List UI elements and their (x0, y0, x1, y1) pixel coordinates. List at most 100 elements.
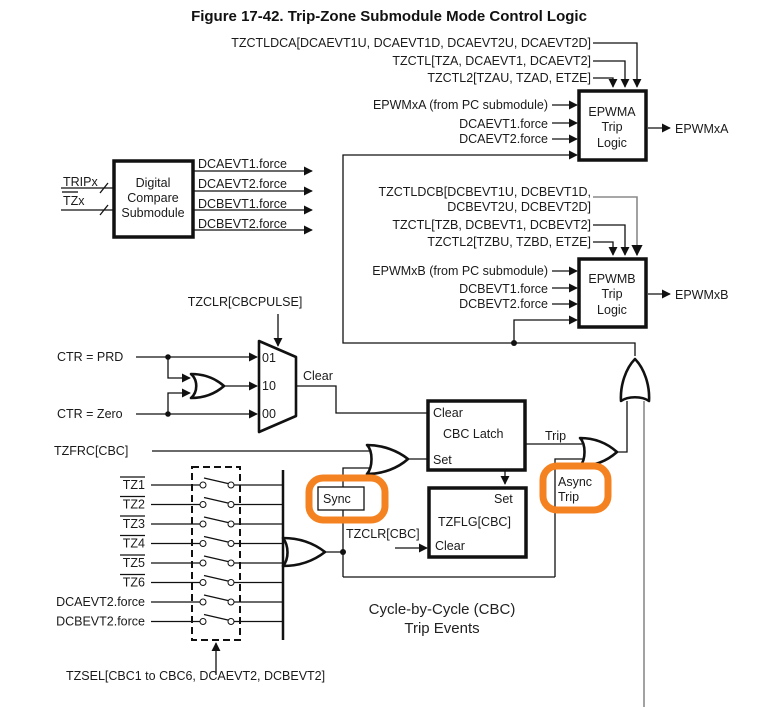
sync-highlight (305, 474, 389, 524)
mux-output-label: Clear (303, 369, 333, 383)
trip-or-gate (619, 357, 651, 403)
wire (554, 458, 583, 577)
wire (167, 388, 191, 414)
tz-input-label: DCAEVT2.force (56, 595, 145, 609)
wire (593, 77, 618, 88)
tzsel-switch-bank (191, 466, 241, 641)
switch-contact (199, 501, 207, 508)
wire (167, 357, 191, 383)
dc-output-label: DCAEVT2.force (198, 177, 287, 191)
epwmb-section: TZCTLDCB[DCBEVT1U, DCBEVT1D, DCBEVT2U, D… (372, 185, 728, 343)
tz-input-label: TZ6 (123, 576, 145, 590)
mux-section: TZCLR[CBCPULSE] 01 10 00 CTR = PRD CTR =… (57, 295, 428, 434)
caption-line: Trip Events (404, 620, 479, 637)
wire (593, 196, 643, 257)
switch-contact (227, 540, 235, 547)
switch-contact (227, 598, 235, 606)
cbc-latch-set-port: Set (433, 453, 452, 467)
wire (593, 42, 642, 88)
cbc-latch-block (426, 399, 527, 472)
tz-input-row: TZ2 (120, 495, 283, 512)
tz-input-label: TZ5 (123, 556, 145, 570)
epwma-input-label: DCAEVT2.force (459, 132, 548, 146)
switch-contact (199, 520, 207, 528)
switch-lever (203, 613, 231, 622)
switch-contact (199, 559, 207, 567)
tz-select-section: TZ1TZ2TZ3TZ4TZ5TZ6DCAEVT2.forceDCBEVT2.f… (56, 466, 343, 683)
tz-input-row: TZ3 (120, 515, 283, 531)
epwma-input-label: EPWMxA (from PC submodule) (373, 98, 548, 112)
epwmb-block-label: Trip (601, 287, 622, 301)
async-or-gate (578, 436, 619, 468)
tzflg-clear-port: Clear (435, 539, 465, 553)
tz-input-label: DCBEVT2.force (56, 615, 145, 629)
async-label: Async (558, 475, 592, 489)
ctr-zero-label: CTR = Zero (57, 407, 123, 421)
dc-block-label: Submodule (121, 206, 184, 220)
switch-lever (203, 594, 231, 602)
switch-lever (203, 555, 231, 563)
mux-select-label: TZCLR[CBCPULSE] (188, 295, 303, 309)
switch-contact (199, 618, 207, 625)
dc-output-label: DCAEVT1.force (198, 157, 287, 171)
tzflg-section: Set TZFLG[CBC] Clear TZCLR[CBC] (346, 486, 528, 559)
switch-lever (203, 574, 231, 583)
sync-box (317, 486, 365, 511)
tz-input-row: DCBEVT2.force (56, 613, 283, 629)
cbc-latch-section: Clear CBC Latch Set Trip TZFRC[CBC] (54, 399, 619, 577)
epwmb-block-label: EPWMB (588, 272, 635, 286)
epwma-section: TZCTLDCA[DCAEVT1U, DCAEVT1D, DCAEVT2U, D… (231, 36, 729, 340)
dc-output-label: DCBEVT2.force (198, 217, 287, 231)
wire (615, 401, 628, 453)
async-trip-highlight (539, 462, 612, 514)
epwmb-ctl-label: DCBEVT2U, DCBEVT2D] (447, 200, 591, 214)
switch-contact (227, 501, 235, 508)
tz-input-row: TZ5 (120, 554, 283, 570)
epwmb-input-label: DCBEVT2.force (459, 297, 548, 311)
mux-port-label: 00 (262, 407, 276, 421)
epwma-ctl-label: TZCTLDCA[DCAEVT1U, DCAEVT1D, DCAEVT2U, D… (231, 36, 591, 50)
epwmb-input-label: DCBEVT1.force (459, 282, 548, 296)
tzfrc-label: TZFRC[CBC] (54, 444, 128, 458)
tripx-label: TRIPx (63, 175, 98, 189)
epwma-ctl-label: TZCTL2[TZAU, TZAD, ETZE] (427, 71, 591, 85)
epwma-output-label: EPWMxA (675, 122, 729, 136)
dc-output-label: DCBEVT1.force (198, 197, 287, 211)
mux-port-label: 01 (262, 351, 276, 365)
epwma-ctl-label: TZCTL[TZA, DCAEVT1, DCAEVT2] (392, 54, 591, 68)
wire (342, 150, 578, 340)
tz-input-rows: TZ1TZ2TZ3TZ4TZ5TZ6DCAEVT2.forceDCBEVT2.f… (56, 476, 283, 629)
epwmb-output-label: EPWMxB (675, 288, 728, 302)
ctr-prd-label: CTR = PRD (57, 350, 123, 364)
junction-dot (511, 340, 517, 346)
mux-block (257, 339, 298, 434)
wire (593, 60, 630, 88)
switch-contact (227, 481, 235, 489)
tzflg-block (427, 486, 528, 559)
cbc-latch-clear-port: Clear (433, 406, 463, 420)
epwma-block-label: Logic (597, 136, 627, 150)
caption-line: Cycle-by-Cycle (CBC) (369, 601, 516, 618)
ctr-or-gate (189, 372, 226, 400)
figure-title: Figure 17-42. Trip-Zone Submodule Mode C… (191, 8, 587, 25)
bus-slash (99, 182, 109, 194)
epwmb-ctl-label: TZCTL2[TZBU, TZBD, ETZE] (427, 235, 591, 249)
epwmb-trip-logic-block (577, 257, 648, 329)
epwma-input-label: DCAEVT1.force (459, 117, 548, 131)
async-label: Trip (558, 490, 579, 504)
wire (593, 241, 618, 256)
trip-feedback-wire (342, 340, 636, 356)
trip-label: Trip (545, 429, 566, 443)
switch-lever (203, 516, 231, 524)
tzflg-set-port: Set (494, 492, 513, 506)
tz-input-row: DCAEVT2.force (56, 594, 283, 609)
tz-input-label: TZ4 (123, 537, 145, 551)
switch-contact (199, 481, 207, 489)
epwma-block-label: Trip (601, 120, 622, 134)
tzx-label: TZx (63, 194, 85, 208)
tzflg-title: TZFLG[CBC] (438, 515, 511, 529)
tz-input-label: TZ1 (123, 478, 145, 492)
epwma-block-label: EPWMA (588, 105, 636, 119)
switch-contact (227, 520, 235, 528)
